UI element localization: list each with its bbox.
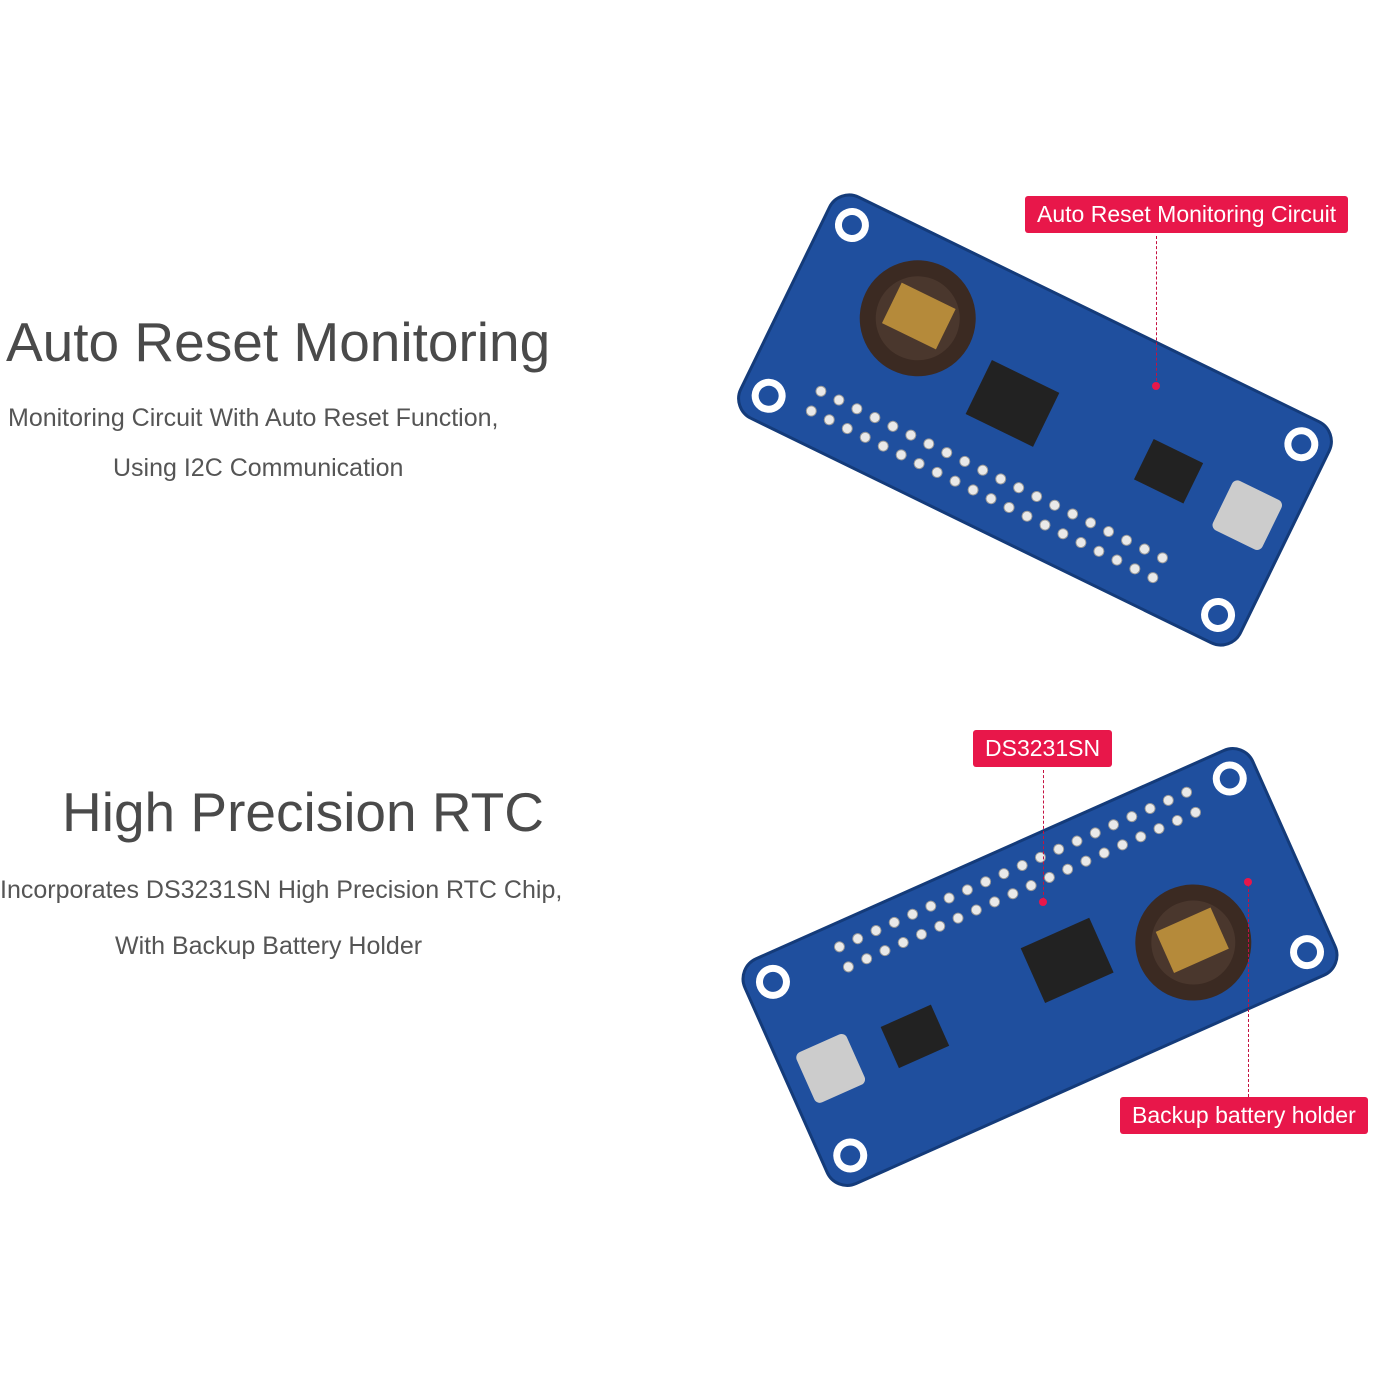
section-2-description-line-1: Incorporates DS3231SN High Precision RTC… [0,876,563,904]
callout-ds3231sn: DS3231SN [973,730,1113,767]
callout-marker-dot [1039,898,1047,906]
section-2-description-line-2: With Backup Battery Holder [115,932,423,960]
section-1-description-line-1: Monitoring Circuit With Auto Reset Funct… [8,404,499,432]
section-2-title: High Precision RTC [62,781,544,843]
callout-leader-line [1156,236,1157,386]
callout-auto-reset-monitoring-circuit: Auto Reset Monitoring Circuit [1025,196,1349,233]
rtc-board-image-top [737,193,1333,647]
callout-leader-line [1043,770,1044,900]
section-1-description-line-2: Using I2C Communication [113,454,404,482]
callout-marker-dot [1152,382,1160,390]
section-1-title: Auto Reset Monitoring [6,311,551,373]
rtc-board-image-bottom [741,747,1339,1187]
callout-backup-battery-holder: Backup battery holder [1120,1097,1368,1134]
callout-leader-line [1248,884,1249,1097]
callout-marker-dot [1244,878,1252,886]
